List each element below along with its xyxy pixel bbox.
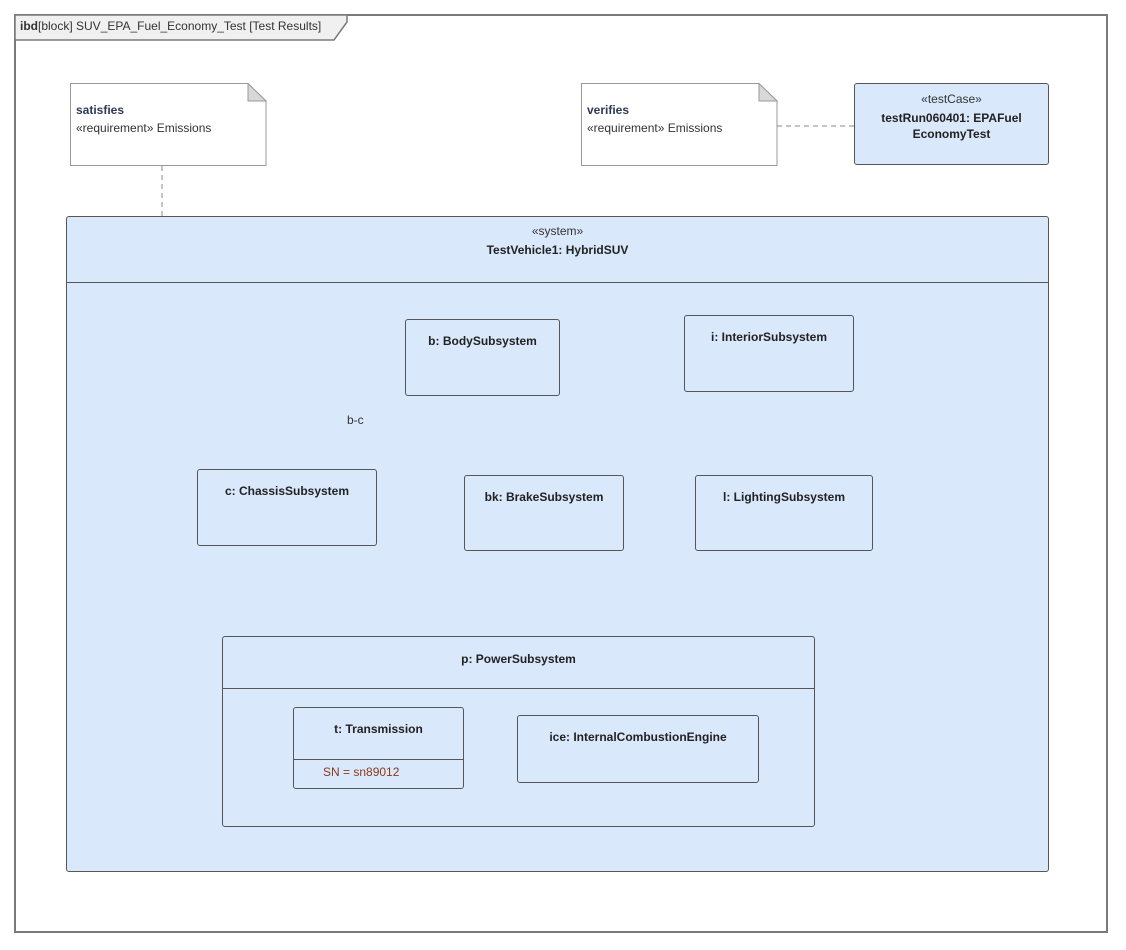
part-name: ice: InternalCombustionEngine [549,730,727,744]
test-case-name-line1: testRun060401: EPAFuel [881,111,1022,125]
part-interior-subsystem[interactable]: i: InteriorSubsystem [684,315,854,392]
satisfies-note-text: satisfies «requirement» Emissions [76,101,211,137]
verifies-requirement: «requirement» Emissions [587,121,723,135]
part-name: p: PowerSubsystem [461,652,576,666]
part-transmission[interactable]: t: Transmission SN = sn89012 [293,707,464,789]
system-name: TestVehicle1: HybridSUV [486,243,629,257]
note-shape [581,83,778,166]
part-lighting-subsystem[interactable]: l: LightingSubsystem [695,475,873,551]
satisfies-keyword: satisfies [76,103,125,117]
part-name: b: BodySubsystem [428,334,537,348]
part-chassis-subsystem[interactable]: c: ChassisSubsystem [197,469,377,546]
frame-tab [14,14,348,41]
satisfies-requirement: «requirement» Emissions [76,121,212,135]
system-compartment-divider [67,282,1048,283]
verifies-note-text: verifies «requirement» Emissions [587,101,722,137]
part-brake-subsystem[interactable]: bk: BrakeSubsystem [464,475,624,551]
transmission-property: SN = sn89012 [323,765,400,779]
transmission-compartment-divider [294,759,463,760]
test-case-block[interactable]: «testCase» testRun060401: EPAFuel Econom… [854,83,1049,165]
note-shape [70,83,267,166]
frame-kind: ibd [20,19,38,33]
test-case-name-line2: EconomyTest [912,127,991,141]
test-case-stereotype: «testCase» [921,92,982,106]
part-name: l: LightingSubsystem [722,490,845,504]
frame-title: ibd[block] SUV_EPA_Fuel_Economy_Test [Te… [20,19,321,33]
power-compartment-divider [223,688,814,689]
part-name: t: Transmission [334,722,423,736]
frame-name: [block] SUV_EPA_Fuel_Economy_Test [Test … [38,19,322,33]
part-name: c: ChassisSubsystem [224,484,350,498]
connector-label-b-c: b-c [347,413,364,427]
part-name: bk: BrakeSubsystem [484,490,604,504]
part-name: i: InteriorSubsystem [710,330,828,344]
part-internal-combustion-engine[interactable]: ice: InternalCombustionEngine [517,715,759,783]
part-body-subsystem[interactable]: b: BodySubsystem [405,319,560,396]
satisfies-note[interactable]: satisfies «requirement» Emissions [70,83,267,166]
verifies-note[interactable]: verifies «requirement» Emissions [581,83,778,166]
system-stereotype: «system» [531,224,584,238]
verifies-keyword: verifies [587,103,630,117]
